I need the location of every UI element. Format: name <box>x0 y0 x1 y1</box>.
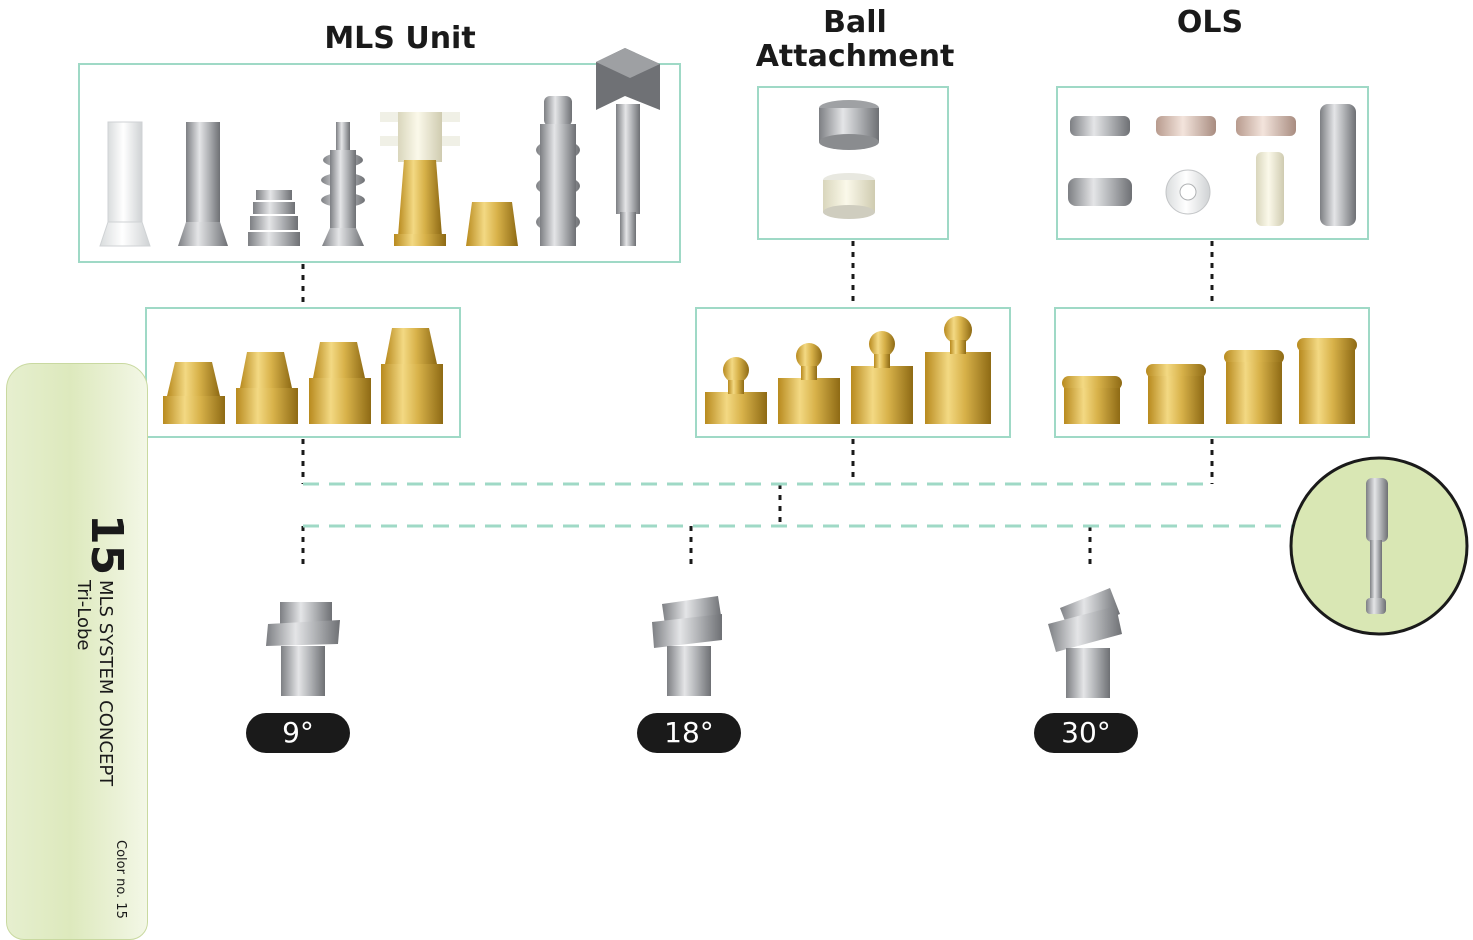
ols-components-box <box>1056 86 1369 240</box>
ols-component-images <box>1068 104 1356 226</box>
side-tab-subtitle: Tri-Lobe <box>73 580 94 651</box>
ball-attachment-heading-line2: Attachment <box>755 39 955 74</box>
mls-unit-heading: MLS Unit <box>324 21 476 56</box>
angle-badge-30: 30° <box>1034 713 1138 753</box>
side-tab-color-label: Color no. 15 <box>113 840 128 919</box>
ball-attachment-component-images <box>819 100 879 219</box>
angled-abutment-18 <box>652 596 722 696</box>
ols-heading: OLS <box>1176 5 1244 40</box>
mls-unit-components-box <box>78 63 681 263</box>
side-tab <box>6 363 148 940</box>
ball-attachment-heading-line1: Ball <box>823 5 887 40</box>
horizontal-dashed-connectors <box>303 482 1292 528</box>
screwdriver-tool-circle <box>1289 456 1469 636</box>
side-tab-number: 15 <box>81 514 132 576</box>
ols-gold-abutments <box>1062 338 1357 424</box>
ball-gold-abutments <box>705 316 991 424</box>
angle-badge-9: 9° <box>246 713 350 753</box>
mls-unit-component-images <box>99 48 660 247</box>
angle-badge-18: 18° <box>637 713 741 753</box>
angled-abutment-9 <box>266 602 340 696</box>
mls-gold-abutments <box>163 328 443 424</box>
angled-abutment-30 <box>1048 588 1122 698</box>
side-tab-title: MLS SYSTEM CONCEPT <box>95 580 116 787</box>
vertical-dotted-connectors <box>301 241 1214 565</box>
